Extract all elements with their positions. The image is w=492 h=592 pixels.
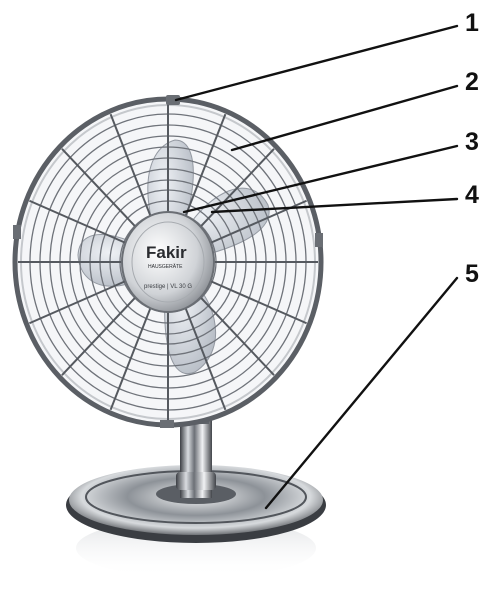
brand-logo: Fakir <box>146 243 187 262</box>
callout-number-1: 1 <box>465 11 479 36</box>
blade-spinner <box>122 212 214 312</box>
leader-line-2 <box>232 86 457 150</box>
callout-number-3: 3 <box>465 130 479 155</box>
callout-number-2: 2 <box>465 70 479 95</box>
brand-subtitle: HAUSGERÄTE <box>148 263 183 270</box>
grille-bottom-clip <box>160 420 174 428</box>
leader-line-1 <box>176 26 457 100</box>
grille-side-clip-right <box>315 233 323 247</box>
callout-number-4: 4 <box>465 183 479 208</box>
model-label: prestige | VL 30 G <box>144 284 192 290</box>
callout-number-5: 5 <box>465 262 479 287</box>
grille-side-clip-left <box>13 225 21 239</box>
